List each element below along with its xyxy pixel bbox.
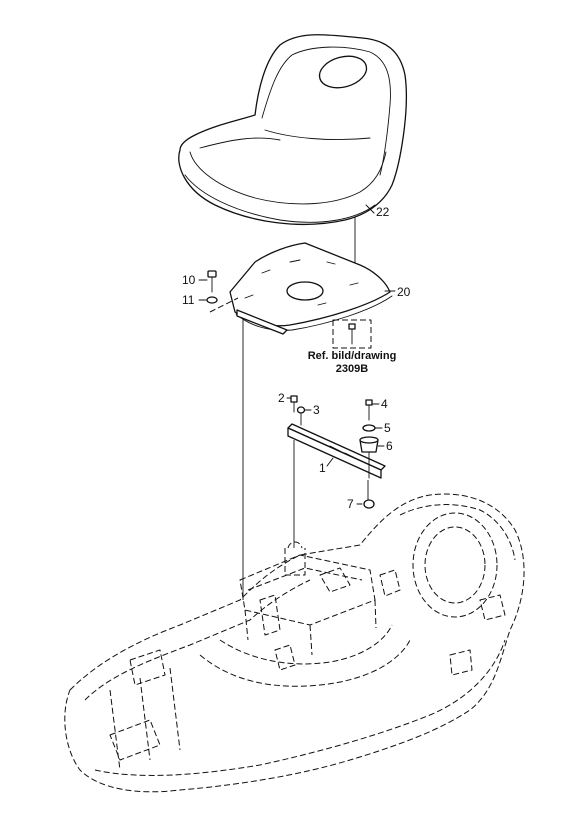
- callout-4: 4: [381, 397, 388, 411]
- callout-10: 10: [182, 273, 196, 287]
- callout-6: 6: [386, 439, 393, 453]
- seat: [178, 34, 407, 225]
- bracket-assembly: [287, 395, 386, 509]
- callout-22: 22: [376, 205, 390, 219]
- callout-20: 20: [397, 285, 411, 299]
- callout-11: 11: [182, 293, 195, 307]
- seat-plate: [229, 242, 396, 335]
- reference-line-2: 2309B: [336, 363, 368, 375]
- callout-leader-lines: [286, 204, 385, 505]
- callout-3: 3: [313, 403, 320, 417]
- callout-2: 2: [278, 391, 285, 405]
- callout-5: 5: [384, 421, 391, 435]
- callout-1: 1: [319, 461, 326, 475]
- mower-chassis: [64, 493, 525, 793]
- reference-box: [332, 319, 372, 349]
- bolt-and-washer-10-11: [198, 270, 239, 313]
- reference-line-1: Ref. bild/drawing: [308, 350, 397, 362]
- callout-7: 7: [347, 497, 354, 511]
- callout-labels: 22 20 10 11 2 3 4 5 6 1 7: [182, 205, 411, 511]
- reference-note: Ref. bild/drawing 2309B: [308, 350, 397, 375]
